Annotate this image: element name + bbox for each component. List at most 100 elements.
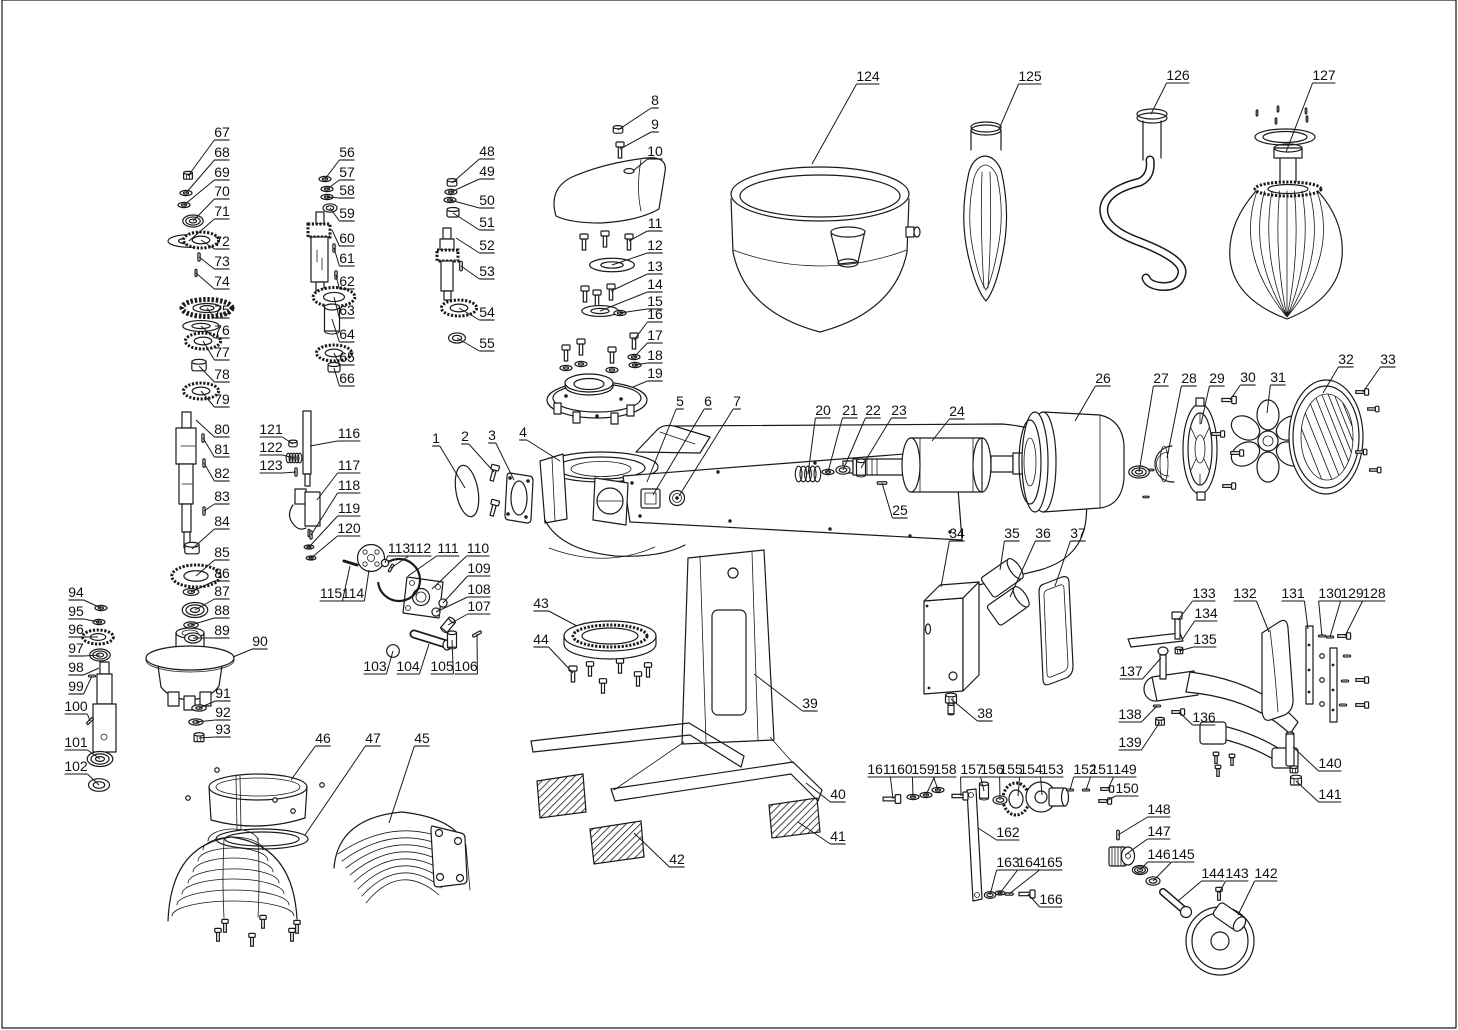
part-callout-95: 95 <box>68 603 100 623</box>
part-number: 130 <box>1318 585 1342 601</box>
spring-glyph <box>794 465 822 483</box>
part-callout-163: 163 <box>989 854 1020 896</box>
screw-glyph <box>1171 708 1186 716</box>
part-number: 116 <box>338 425 361 441</box>
leader-line <box>1200 385 1210 425</box>
part-number: 76 <box>214 322 230 338</box>
leader-line <box>940 540 950 588</box>
leader-line <box>1255 600 1270 633</box>
leader-line <box>634 362 648 366</box>
leader-line <box>200 239 215 250</box>
leader-line <box>889 776 894 800</box>
screw-glyph <box>1337 632 1352 640</box>
part-number: 40 <box>830 786 846 802</box>
ball-glyph <box>185 795 191 801</box>
part-number: 110 <box>467 540 490 556</box>
leader-line <box>183 179 215 206</box>
part-callout-62: 62 <box>335 273 355 290</box>
part-number: 145 <box>1171 846 1195 862</box>
part-callout-11: 11 <box>628 215 663 242</box>
part-callout-72: 72 <box>200 233 230 250</box>
part-number: 6 <box>704 393 712 409</box>
part-callout-4: 4 <box>519 424 561 462</box>
part-callout-101: 101 <box>64 734 101 760</box>
screw-glyph <box>951 791 969 801</box>
part-number: 62 <box>339 273 355 289</box>
screw-glyph <box>1228 753 1236 766</box>
part-callout-9: 9 <box>619 116 659 150</box>
part-number: 157 <box>960 761 984 777</box>
part-number: 29 <box>1209 370 1225 386</box>
part-callout-132: 132 <box>1233 585 1270 633</box>
leader-line <box>619 308 648 314</box>
leader-line <box>333 296 340 319</box>
part-number: 140 <box>1318 755 1342 771</box>
leader-line <box>447 613 468 626</box>
part-callout-86: 86 <box>190 565 230 593</box>
part-number: 100 <box>64 698 88 714</box>
leader-line <box>1117 816 1148 836</box>
part-callout-34: 34 <box>940 525 965 588</box>
leader-line <box>333 247 340 267</box>
ball-glyph <box>1319 677 1325 683</box>
leader-line <box>192 198 215 222</box>
part-number: 91 <box>215 685 231 701</box>
leader-line <box>194 598 215 611</box>
leader-line <box>341 565 351 602</box>
pin-glyph <box>1276 105 1280 113</box>
leader-line <box>282 436 294 445</box>
part-callout-107: 107 <box>447 598 491 626</box>
part-number: 128 <box>1362 585 1386 601</box>
leader-line <box>333 367 340 387</box>
motor-housing <box>1018 411 1125 513</box>
leader-line <box>442 575 468 604</box>
part-callout-137: 137 <box>1119 657 1162 680</box>
pin-glyph <box>1305 115 1309 123</box>
part-number: 52 <box>479 237 495 253</box>
part-number: 30 <box>1240 369 1256 385</box>
part-number: 35 <box>1004 525 1020 541</box>
part-callout-64: 64 <box>331 318 355 343</box>
part-callout-23: 23 <box>860 402 907 469</box>
leader-line <box>309 440 338 447</box>
nut-glyph <box>1154 716 1165 726</box>
part-callout-152: 152 <box>1069 761 1097 791</box>
part-callout-154: 154 <box>1017 761 1043 797</box>
part-callout-1: 1 <box>432 430 466 489</box>
part-number: 114 <box>342 585 365 601</box>
washer-glyph <box>605 366 619 374</box>
leader-line <box>599 291 648 312</box>
part-number: 137 <box>1119 663 1143 679</box>
part-number: 124 <box>856 68 880 84</box>
screw-glyph <box>576 338 586 356</box>
leader-line <box>628 230 648 242</box>
leader-line <box>324 159 340 180</box>
part-number: 23 <box>891 402 907 418</box>
part-callout-89: 89 <box>193 622 230 639</box>
part-callout-74: 74 <box>195 272 230 290</box>
part-number: 72 <box>214 233 230 249</box>
part-number: 151 <box>1090 761 1114 777</box>
part-callout-159: 159 <box>911 761 935 796</box>
screw-glyph <box>615 658 625 674</box>
part-number: 146 <box>1147 846 1171 862</box>
leader-line <box>452 212 480 231</box>
part-callout-103: 103 <box>363 650 394 675</box>
leader-line <box>1054 540 1071 587</box>
pin-glyph <box>1342 654 1352 658</box>
part-callout-130: 130 <box>1318 585 1342 637</box>
part-callout-94: 94 <box>68 584 102 609</box>
part-number: 64 <box>339 326 355 342</box>
screw-glyph <box>643 662 653 678</box>
part-callout-153: 153 <box>1040 761 1064 796</box>
part-callout-44: 44 <box>533 631 574 674</box>
leader-line <box>185 159 215 194</box>
leader-line <box>1177 600 1193 621</box>
part-number: 55 <box>479 335 495 351</box>
part-number: 161 <box>867 761 891 777</box>
part-number: 106 <box>454 658 478 674</box>
part-callout-147: 147 <box>1124 823 1171 856</box>
part-callout-36: 36 <box>1009 525 1051 598</box>
box-gasket <box>1038 576 1074 686</box>
